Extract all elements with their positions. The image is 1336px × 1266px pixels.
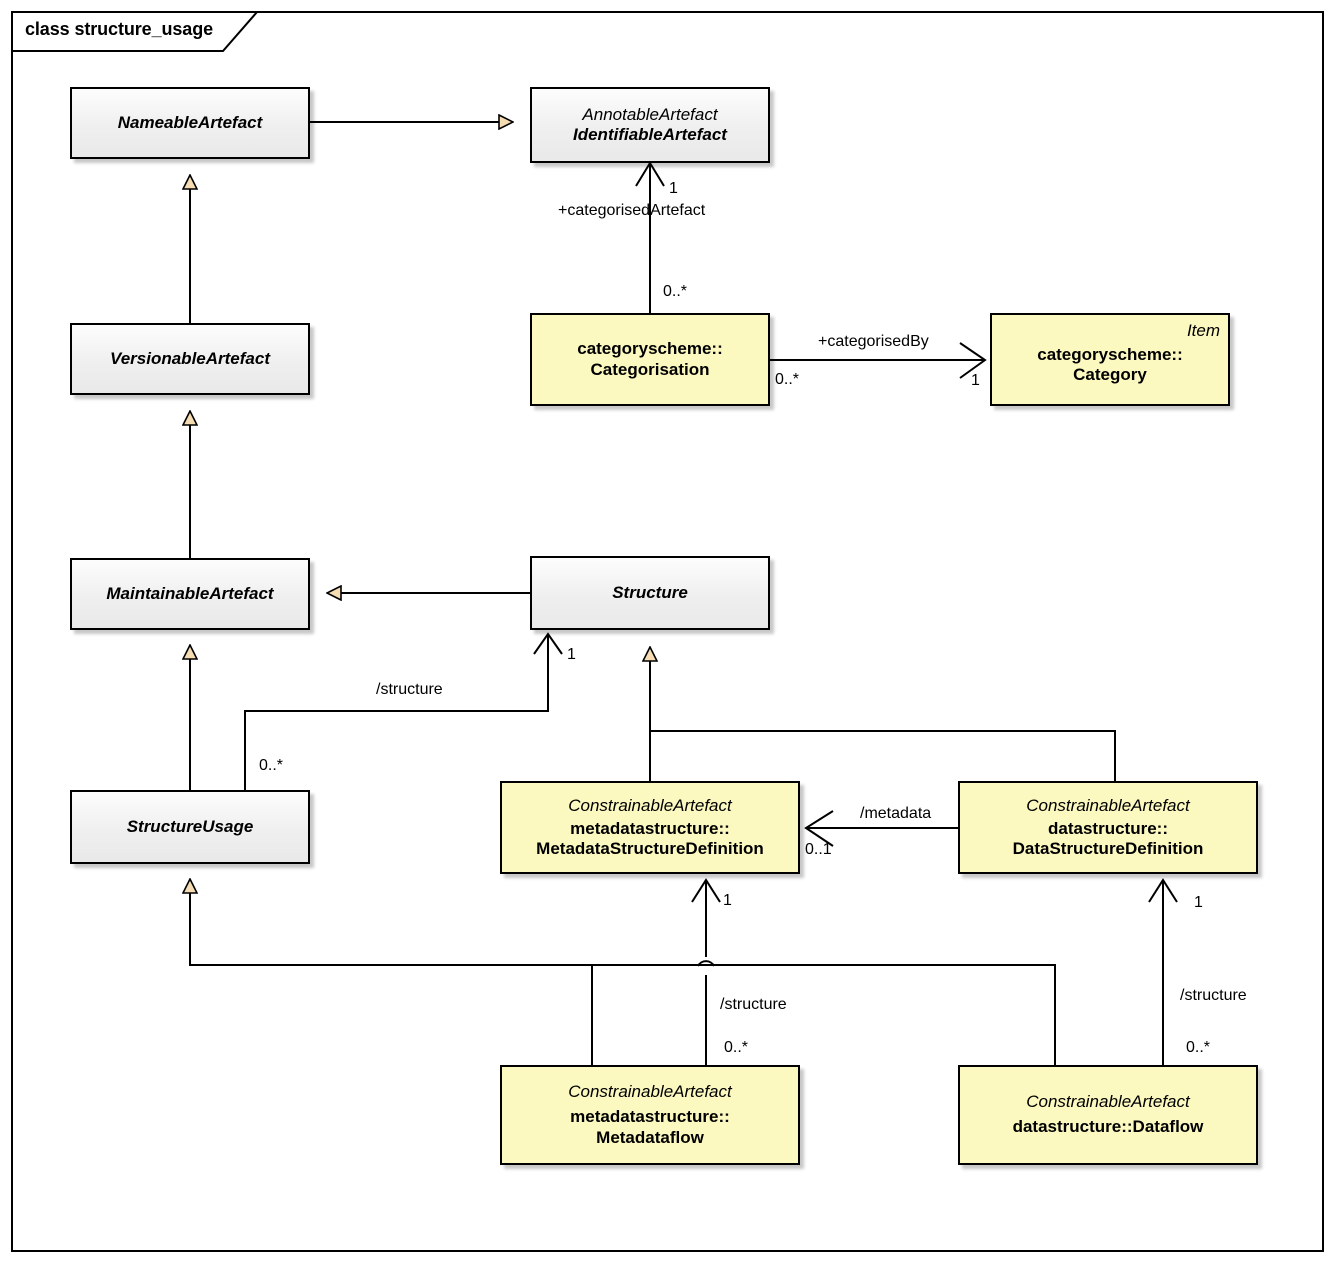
class-stereotype-category: Item bbox=[1186, 321, 1220, 340]
edge-label-dataflow-structure-target-mult: 1 bbox=[1194, 894, 1203, 911]
class-stereotype-annotable-artefact: AnnotableArtefact bbox=[582, 104, 718, 124]
class-stereotype-msd: ConstrainableArtefact bbox=[568, 795, 732, 815]
class-name-structure-usage: StructureUsage bbox=[126, 816, 254, 836]
class-name-maintainable-artefact: MaintainableArtefact bbox=[106, 583, 274, 603]
diagram-frame-border bbox=[11, 11, 1324, 1252]
class-box-dataflow[interactable]: ConstrainableArtefact datastructure::Dat… bbox=[958, 1065, 1258, 1165]
edge-label-categorised-artefact-role: +categorisedArtefact bbox=[558, 202, 706, 219]
class-name-categorisation-line1: categoryscheme:: bbox=[577, 339, 723, 359]
class-box-structure[interactable]: Structure bbox=[530, 556, 770, 630]
edge-label-structureusage-structure-target-mult: 1 bbox=[567, 646, 576, 663]
class-name-msd-line1: metadatastructure:: bbox=[570, 818, 730, 838]
class-stereotype-metadataflow: ConstrainableArtefact bbox=[568, 1082, 732, 1102]
class-name-metadataflow-line2: Metadataflow bbox=[596, 1127, 704, 1147]
edge-label-metadata-mult: 0..1 bbox=[805, 841, 832, 858]
class-box-versionable-artefact[interactable]: VersionableArtefact bbox=[70, 323, 310, 395]
class-name-structure: Structure bbox=[612, 582, 688, 602]
class-box-maintainable-artefact[interactable]: MaintainableArtefact bbox=[70, 558, 310, 630]
edge-label-categorisation-source-mult: 0..* bbox=[775, 371, 800, 388]
class-box-category[interactable]: Item categoryscheme:: Category bbox=[990, 313, 1230, 406]
edge-label-categorisation-mult: 0..* bbox=[663, 283, 688, 300]
class-name-dsd-line1: datastructure:: bbox=[1048, 818, 1168, 838]
edge-label-categorised-artefact-mult: 1 bbox=[669, 180, 678, 197]
edge-label-metadataflow-structure-source-mult: 0..* bbox=[724, 1039, 749, 1056]
class-stereotype-dsd: ConstrainableArtefact bbox=[1026, 795, 1190, 815]
edge-label-structureusage-structure-source-mult: 0..* bbox=[259, 757, 284, 774]
class-name-versionable-artefact: VersionableArtefact bbox=[110, 348, 270, 368]
edge-label-dataflow-structure-source-mult: 0..* bbox=[1186, 1039, 1211, 1056]
class-name-category-line2: Category bbox=[1073, 365, 1147, 385]
class-stereotype-dataflow: ConstrainableArtefact bbox=[1026, 1092, 1190, 1112]
diagram-title: class structure_usage bbox=[25, 19, 213, 39]
class-name-category-line1: categoryscheme:: bbox=[1037, 345, 1183, 365]
class-box-categorisation[interactable]: categoryscheme:: Categorisation bbox=[530, 313, 770, 406]
edge-label-metadataflow-structure-role: /structure bbox=[720, 996, 787, 1013]
edge-label-categorised-by-role: +categorisedBy bbox=[818, 333, 929, 350]
class-box-structure-usage[interactable]: StructureUsage bbox=[70, 790, 310, 864]
diagram-frame-tab: class structure_usage bbox=[11, 11, 258, 52]
class-box-metadataflow[interactable]: ConstrainableArtefact metadatastructure:… bbox=[500, 1065, 800, 1165]
edge-label-category-mult: 1 bbox=[971, 372, 980, 389]
edge-label-dataflow-structure-role: /structure bbox=[1180, 987, 1247, 1004]
class-box-data-structure-definition[interactable]: ConstrainableArtefact datastructure:: Da… bbox=[958, 781, 1258, 874]
class-box-metadata-structure-definition[interactable]: ConstrainableArtefact metadatastructure:… bbox=[500, 781, 800, 874]
edge-label-metadataflow-structure-target-mult: 1 bbox=[723, 892, 732, 909]
class-box-identifiable-artefact[interactable]: AnnotableArtefact IdentifiableArtefact bbox=[530, 87, 770, 163]
class-name-identifiable-artefact: IdentifiableArtefact bbox=[573, 124, 727, 144]
class-name-dataflow-line1: datastructure::Dataflow bbox=[1012, 1117, 1204, 1137]
edge-label-metadata-role: /metadata bbox=[860, 805, 932, 822]
class-name-nameable-artefact: NameableArtefact bbox=[117, 112, 263, 132]
class-name-metadataflow-line1: metadatastructure:: bbox=[570, 1107, 730, 1127]
edge-label-structureusage-structure-role: /structure bbox=[376, 681, 443, 698]
class-name-msd-line2: MetadataStructureDefinition bbox=[536, 839, 764, 859]
class-name-categorisation-line2: Categorisation bbox=[590, 359, 710, 379]
class-name-dsd-line2: DataStructureDefinition bbox=[1012, 839, 1204, 859]
class-box-nameable-artefact[interactable]: NameableArtefact bbox=[70, 87, 310, 159]
